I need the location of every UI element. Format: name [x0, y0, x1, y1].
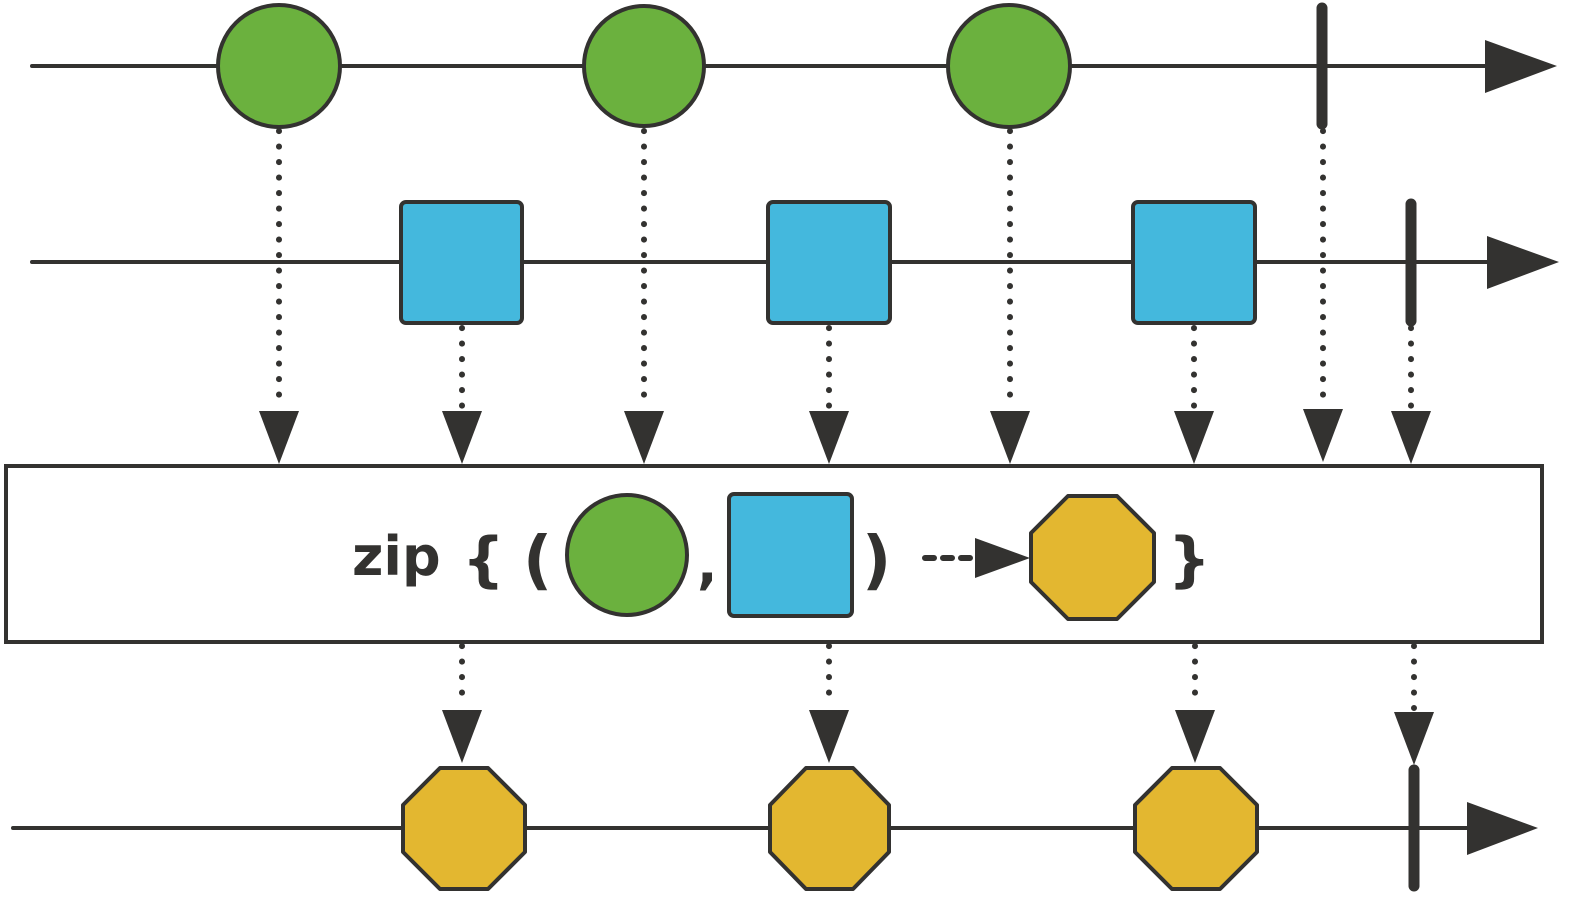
- connector-result-3: [1175, 643, 1215, 763]
- connector-circle-3: [990, 128, 1030, 464]
- connector-arrowhead: [1174, 411, 1214, 464]
- connector-arrowhead: [1175, 710, 1215, 763]
- timeline-arrowhead: [1487, 236, 1559, 289]
- green-circle-operand: [565, 493, 689, 617]
- yellow-octagon-result: [1029, 494, 1156, 621]
- operator-open-paren: (: [523, 524, 552, 598]
- timeline-arrowhead: [1467, 802, 1538, 855]
- connector-arrowhead: [1391, 411, 1431, 464]
- yellow-octagon-marble: [1133, 766, 1259, 891]
- maps-to-arrowhead: [975, 538, 1030, 578]
- timeline-arrowhead: [1485, 40, 1557, 93]
- stream-2-marbles: [399, 198, 1417, 327]
- connector-arrowhead: [624, 411, 664, 464]
- connector-arrowhead: [809, 710, 849, 763]
- operator-open-brace: {: [462, 525, 505, 595]
- connector-arrowhead: [809, 411, 849, 464]
- connector-circle-1: [259, 128, 299, 464]
- connector-arrowhead: [1303, 409, 1343, 462]
- operator-comma: ,: [697, 533, 718, 596]
- blue-square-marble: [766, 200, 892, 325]
- maps-to-arrow: [922, 538, 1030, 578]
- connector-completion-2: [1391, 325, 1431, 464]
- yellow-octagon-marble: [401, 766, 527, 891]
- connector-arrowhead: [442, 710, 482, 763]
- blue-square-operand: [727, 492, 854, 618]
- operator-close-paren: ): [862, 524, 891, 598]
- connector-arrowhead: [259, 411, 299, 464]
- connector-arrowhead: [1394, 712, 1434, 765]
- operator-close-brace: }: [1168, 525, 1211, 595]
- connector-result-1: [442, 643, 482, 763]
- connector-arrowhead: [442, 411, 482, 464]
- connector-square-2: [809, 325, 849, 464]
- green-circle-marble: [582, 4, 706, 128]
- connector-completion-1: [1303, 128, 1343, 462]
- blue-square-marble: [399, 200, 524, 325]
- operator-name: zip: [352, 525, 441, 588]
- connector-square-3: [1174, 325, 1214, 464]
- connector-result-completion: [1394, 643, 1434, 765]
- connector-arrowhead: [990, 411, 1030, 464]
- connector-square-1: [442, 325, 482, 464]
- lower-connectors: [442, 643, 1434, 765]
- stream-1-marbles: [216, 2, 1328, 130]
- upper-connectors: [259, 128, 1431, 464]
- yellow-octagon-marble: [768, 766, 891, 891]
- green-circle-marble: [216, 3, 342, 129]
- connector-result-2: [809, 643, 849, 763]
- connector-circle-2: [624, 128, 664, 464]
- operator-box: zip { ( , ) }: [4, 464, 1544, 644]
- green-circle-marble: [946, 3, 1072, 129]
- blue-square-marble: [1131, 200, 1257, 325]
- operator-expression: zip { ( , ) }: [352, 492, 1211, 621]
- result-stream-marbles: [401, 764, 1420, 892]
